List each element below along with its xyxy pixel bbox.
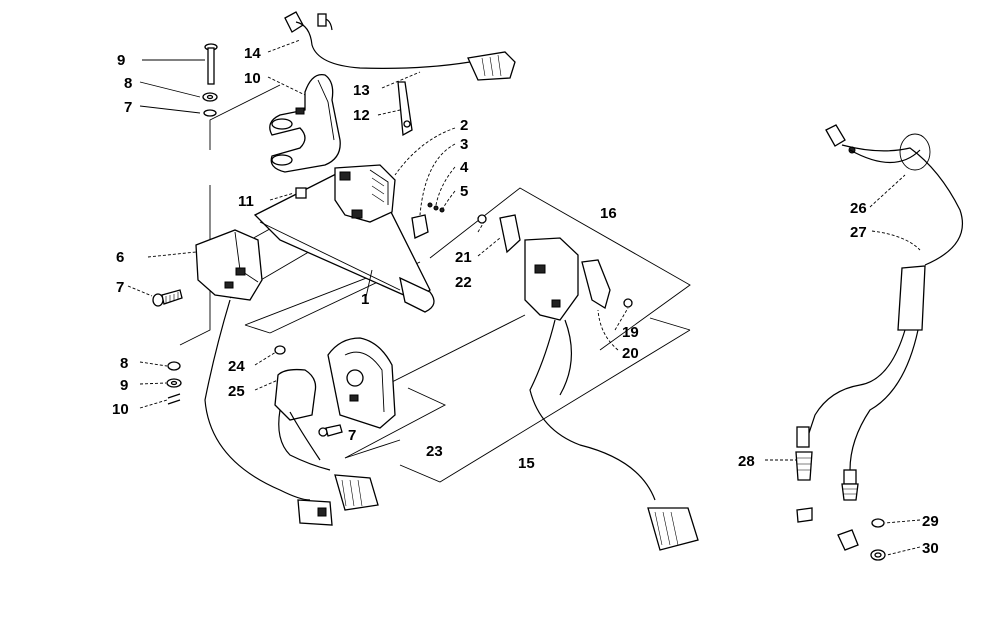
callout-27: 27 — [850, 224, 867, 241]
clip-parts — [411, 202, 445, 239]
callout-22: 22 — [455, 274, 472, 291]
callout-14: 12 — [353, 107, 370, 124]
callout-30: 30 — [922, 540, 939, 557]
small-parts-18-group — [477, 214, 633, 310]
screws-lower-part — [274, 345, 343, 437]
callout-8-bottom: 8 — [120, 355, 128, 372]
switch-25-part — [204, 299, 379, 526]
left-bracket-part — [195, 229, 263, 301]
screw-part — [152, 289, 183, 307]
callout-4: 4 — [460, 159, 469, 176]
callout-1: 1 — [361, 291, 369, 308]
callout-3: 3 — [460, 136, 468, 153]
pin-part — [295, 187, 307, 199]
callout-18: 16 — [600, 205, 617, 222]
washers-top-part — [202, 92, 218, 117]
callout-7-lower: 7 — [348, 427, 356, 444]
callout-5: 5 — [460, 183, 468, 200]
bolt-part — [204, 43, 218, 85]
switch-block-part — [334, 164, 396, 223]
leader-lines — [127, 39, 921, 556]
callout-23: 23 — [426, 443, 443, 460]
callout-7-left: 7 — [116, 279, 124, 296]
callout-13: 11 — [238, 193, 254, 210]
washers-lower-part — [166, 361, 182, 405]
throttle-lever-part — [269, 73, 341, 173]
callout-26: 26 — [850, 200, 867, 217]
callout-17: 15 — [518, 455, 535, 472]
callout-21: 21 — [455, 249, 472, 266]
callout-24: 24 — [228, 358, 245, 375]
callout-25: 25 — [228, 383, 245, 400]
callout-19: 19 — [622, 324, 639, 341]
callout-9-bottom: 9 — [120, 377, 128, 394]
nut-washer-parts — [837, 518, 886, 561]
switch-23-part — [327, 337, 396, 429]
callout-12: 10 — [244, 70, 261, 87]
callout-15: 13 — [353, 82, 370, 99]
key-part — [397, 81, 413, 137]
callout-6: 6 — [116, 249, 124, 266]
callout-28: 28 — [738, 453, 755, 470]
callout-29: 29 — [922, 513, 939, 530]
callout-9-top: 8 — [124, 75, 132, 92]
callout-20: 20 — [622, 345, 639, 362]
callout-8-top: 7 — [124, 99, 132, 116]
callout-2: 2 — [460, 117, 468, 134]
top-cable-part — [284, 11, 516, 81]
callout-labels: 9 8 7 14 10 13 12 11 2 3 4 5 16 6 7 1 21… — [112, 45, 939, 557]
callout-11: 9 — [117, 52, 125, 69]
heater-cable-part — [795, 124, 964, 523]
callout-16: 14 — [244, 45, 261, 62]
callout-10: 10 — [112, 401, 129, 418]
switch-17-part — [524, 237, 699, 551]
